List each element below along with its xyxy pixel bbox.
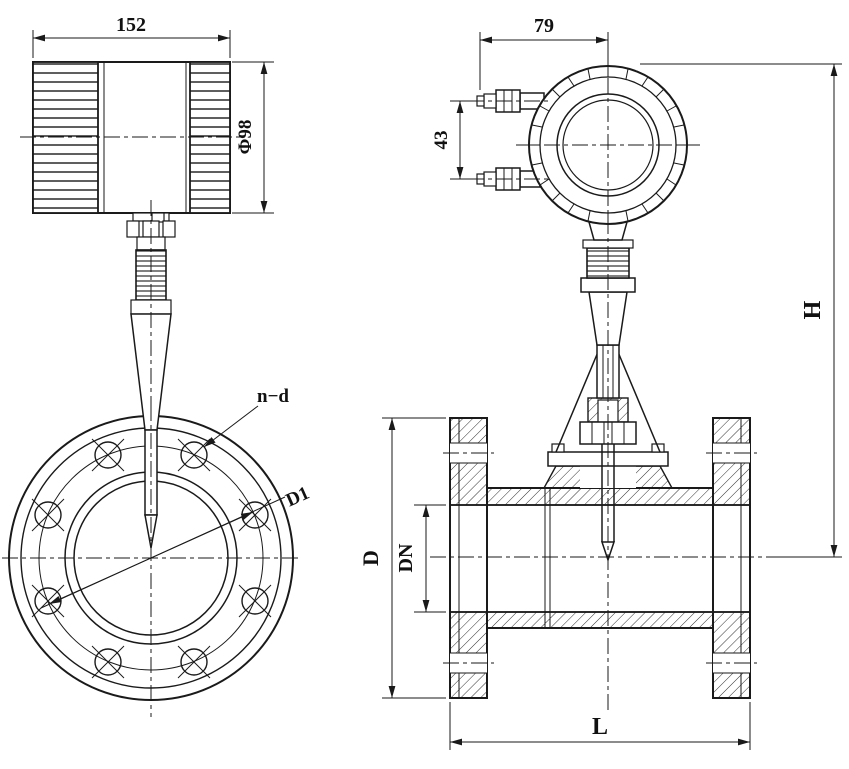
bolt-hole: [91, 645, 125, 679]
dim-152: 152: [32, 14, 231, 58]
bolt-hole: [31, 498, 65, 532]
dim-43: 43: [431, 100, 475, 180]
dim-phi98-label: Φ98: [235, 120, 256, 155]
dim-79-label: 79: [534, 15, 554, 37]
dim-DN-label: DN: [395, 543, 417, 572]
side-view: [430, 50, 774, 714]
dim-DN: DN: [395, 504, 446, 613]
bolt-hole: [238, 584, 272, 618]
dim-79: 79: [479, 15, 609, 90]
transmitter-housing-front: [32, 61, 231, 214]
centerlines-front: [2, 136, 300, 717]
dim-H-label: H: [800, 300, 826, 319]
bolt-hole: [91, 438, 125, 472]
dim-D-label: D: [358, 550, 383, 566]
dim-nd: n−d: [203, 386, 289, 448]
dim-L-label: L: [592, 714, 608, 740]
bolt-holes: [31, 438, 272, 679]
centerlines-side: [430, 50, 774, 714]
bolt-hole: [31, 584, 65, 618]
pipe-body: [443, 417, 757, 699]
bolt-hole: [177, 645, 211, 679]
dim-phi98: Φ98: [232, 61, 274, 214]
bolt-hole: [177, 438, 211, 472]
front-view: [2, 61, 300, 717]
dim-nd-label: n−d: [257, 386, 289, 407]
dim-H: H: [640, 63, 842, 558]
dim-L: L: [449, 702, 751, 750]
dim-D1: D1: [40, 483, 313, 609]
dim-D: D: [358, 417, 446, 699]
dim-152-label: 152: [116, 14, 146, 36]
dimensions: 152 Φ98 n−d D1 79 43: [32, 14, 842, 750]
bolt-hole: [238, 498, 272, 532]
dim-43-label: 43: [431, 131, 452, 150]
dim-D1-label: D1: [283, 483, 313, 512]
